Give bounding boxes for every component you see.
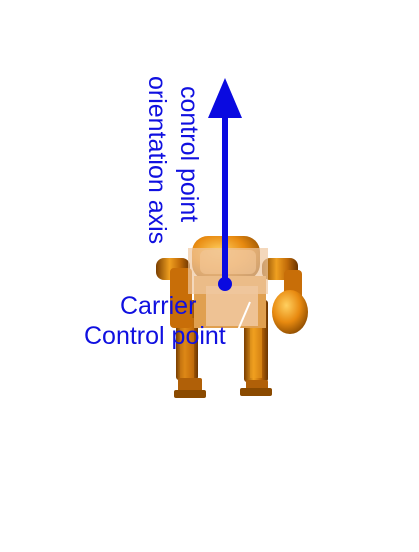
control-point-label: Control point — [84, 322, 226, 350]
axis-label-line1: control point — [175, 86, 203, 223]
left-arm — [156, 258, 192, 328]
right-leg — [240, 300, 272, 396]
right-arm — [262, 258, 308, 334]
control-point-marker — [218, 277, 232, 291]
shoulder-ball — [272, 290, 308, 334]
carrier-label: Carrier — [120, 292, 197, 320]
leader-line — [237, 301, 251, 331]
axis-label-line2: orientation axis — [143, 76, 171, 245]
orientation-axis-arrow — [208, 78, 242, 284]
